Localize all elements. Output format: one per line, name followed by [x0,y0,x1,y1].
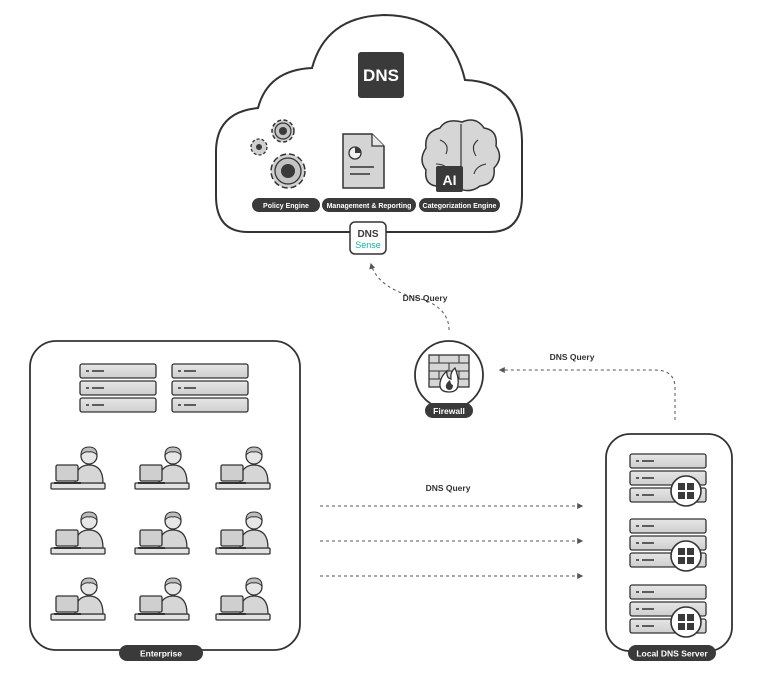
flow-server-to-firewall [498,367,676,420]
ai-brain-icon: AI [421,119,501,192]
flow-label-enterprise-to-server: DNS Query [426,483,471,493]
module-label-management: Management & Reporting [322,198,416,212]
svg-text:Policy Engine: Policy Engine [263,203,309,210]
report-document-icon [342,133,385,189]
module-label-policy: Policy Engine [252,198,320,212]
local-dns-server-label: Local DNS Server [628,645,716,661]
flow-label-server-to-firewall: DNS Query [550,352,595,362]
ai-badge-label: AI [443,172,457,188]
flow-label-firewall-to-cloud: DNS Query [403,293,448,303]
svg-text:Sense: Sense [355,240,381,250]
svg-text:Categorization Engine: Categorization Engine [423,203,497,210]
svg-text:DNS: DNS [357,229,378,240]
svg-text:Management & Reporting: Management & Reporting [327,203,412,210]
svg-text:Firewall: Firewall [433,406,465,416]
dnssense-logo: DNS Sense [349,221,387,255]
windows-icon [670,606,702,638]
enterprise-label: Enterprise [119,645,203,661]
gears-icon [250,119,306,189]
module-label-categorization: Categorization Engine [419,198,500,212]
dns-badge: DNS [358,52,404,98]
svg-text:Local DNS Server: Local DNS Server [636,649,708,659]
firewall-icon [414,340,484,410]
windows-icon [670,475,702,507]
dns-badge-label: DNS [363,66,399,85]
svg-text:Enterprise: Enterprise [140,649,182,659]
firewall-label: Firewall [425,403,473,418]
windows-icon [670,540,702,572]
